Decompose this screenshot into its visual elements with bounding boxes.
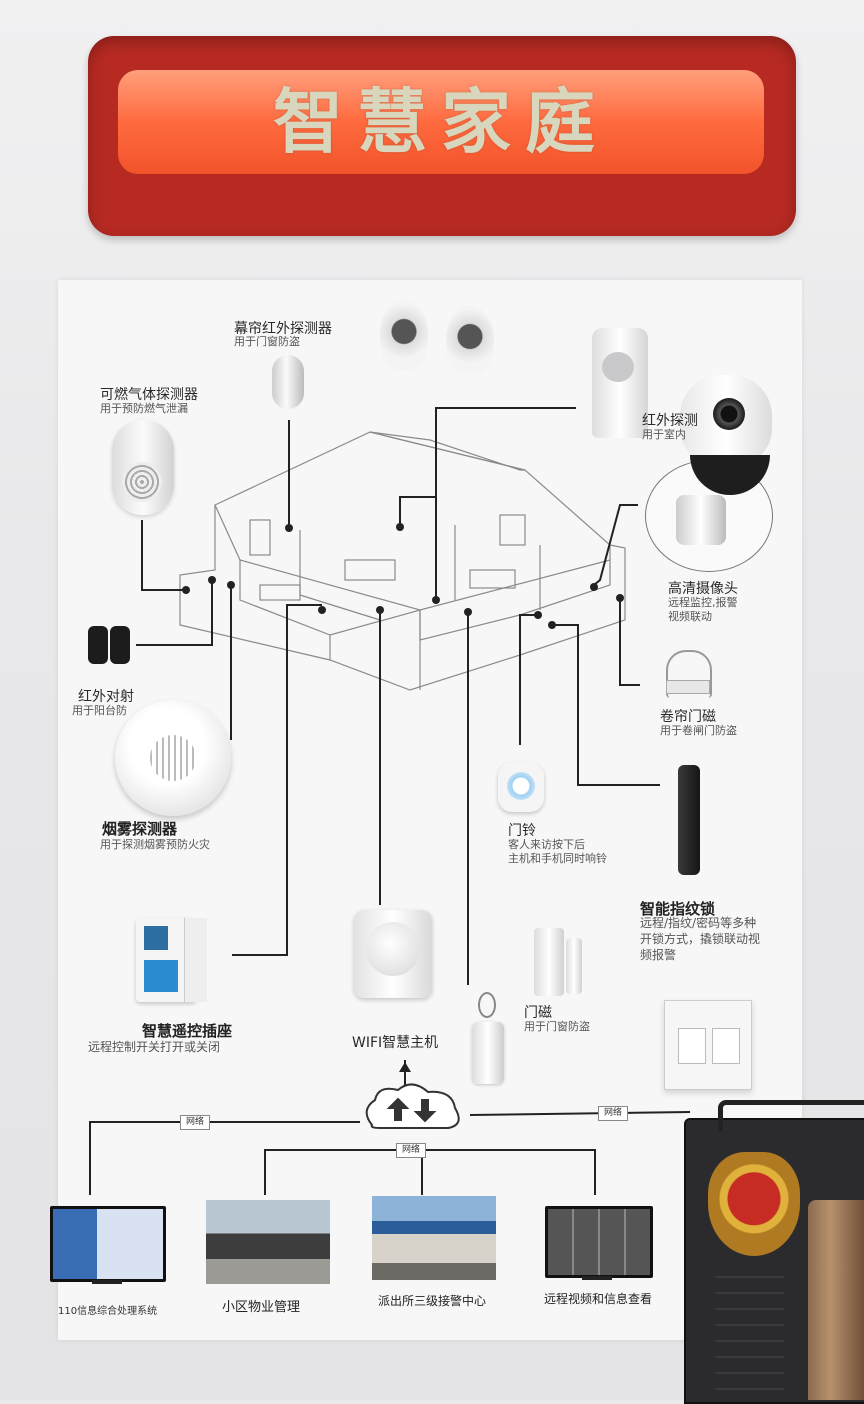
- wifi-hub-dome: [366, 922, 420, 976]
- doorbell-title: 门铃: [508, 823, 536, 839]
- connector-lines: [89, 407, 691, 1195]
- sign-title: 智慧家庭: [273, 81, 609, 163]
- wall-switch-right: [712, 1028, 740, 1064]
- curtain-ir-sensor: [272, 355, 304, 409]
- door-magnet-sensor: [534, 928, 564, 996]
- wifi-hub-title: WIFI智慧主机: [352, 1035, 439, 1051]
- smoke-detector-vents: [150, 735, 196, 781]
- case-menu-panel: [716, 1262, 784, 1400]
- monitor-video-wall: [545, 1206, 653, 1278]
- case-handle: [718, 1100, 864, 1131]
- pir-detector-lens: [602, 352, 634, 382]
- network-tag-right: 网络: [598, 1106, 629, 1121]
- pir-detector: [592, 328, 648, 438]
- remote-keyfob: [472, 1022, 504, 1084]
- endpoint-property-label: 小区物业管理: [222, 1300, 301, 1315]
- socket-title: 智慧遥控插座: [142, 1022, 233, 1040]
- fingerprint-lock: [678, 765, 700, 875]
- rolling-door-sensor: [666, 650, 712, 698]
- monitor-video-stand: [582, 1276, 612, 1280]
- ir-beam-desc: 用于阳台防: [72, 704, 127, 717]
- camera-desc-2: 视频联动: [668, 610, 712, 623]
- smoke-detector-desc: 用于探测烟雾预防火灾: [100, 838, 210, 851]
- gas-detector-title: 可燃气体探测器: [100, 387, 198, 403]
- camera-desc-1: 远程监控,报警: [668, 596, 738, 609]
- socket-desc: 远程控制开关打开或关闭: [88, 1040, 221, 1054]
- doorbell-desc-2: 主机和手机同时响铃: [508, 852, 607, 865]
- photo-property-guards: [206, 1200, 330, 1284]
- fingerprint-desc-3: 频报警: [640, 948, 677, 962]
- ip-camera-lens: [713, 398, 745, 430]
- smart-socket-outlet: [144, 960, 178, 992]
- ip-camera-mount: [676, 495, 726, 545]
- ir-detector-desc: 用于室内: [642, 428, 686, 441]
- bulb-camera-left: [380, 300, 428, 370]
- doorbell-button: [507, 772, 535, 800]
- remote-keyfob-ring: [478, 992, 496, 1018]
- network-tag-center: 网络: [396, 1143, 427, 1158]
- camera-title: 高清摄像头: [668, 581, 738, 597]
- ir-detector-title: 红外探测: [642, 413, 698, 429]
- case-door-lock: [808, 1200, 864, 1400]
- doorbell-desc-1: 客人来访按下后: [508, 838, 585, 851]
- house-wireframe: [179, 431, 626, 691]
- door-magnet-small: [566, 938, 582, 994]
- fingerprint-desc-2: 开锁方式，撬锁联动视: [640, 932, 761, 946]
- gas-detector-grille: [122, 462, 162, 502]
- network-tag-left: 网络: [180, 1115, 211, 1130]
- door-magnet-title: 门磁: [524, 1005, 552, 1021]
- ir-beam-left: [88, 626, 108, 664]
- sign-panel: [118, 70, 764, 174]
- endpoint-police-label: 派出所三级接警中心: [378, 1294, 487, 1308]
- ir-beam-title: 红外对射: [78, 689, 134, 705]
- rolling-door-title: 卷帘门磁: [660, 709, 716, 725]
- rolling-door-sensor-body: [666, 680, 710, 694]
- endpoint-110-label: 110信息综合处理系统: [58, 1306, 158, 1317]
- fingerprint-desc-1: 远程/指纹/密码等多种: [640, 916, 757, 930]
- gas-detector-desc: 用于预防燃气泄漏: [100, 402, 188, 415]
- arrow-up-icon: [399, 1062, 411, 1072]
- monitor-stand: [92, 1280, 122, 1284]
- ir-beam-right: [110, 626, 130, 664]
- photo-police-station: [372, 1196, 496, 1280]
- police-emblem: [708, 1152, 800, 1256]
- curtain-ir-title: 幕帘红外探测器: [234, 321, 332, 337]
- door-magnet-desc: 用于门窗防盗: [524, 1020, 590, 1033]
- bulb-camera-right: [446, 305, 494, 375]
- connector-dots: [182, 523, 624, 629]
- fingerprint-title: 智能指纹锁: [640, 900, 716, 918]
- curtain-ir-desc: 用于门窗防盗: [234, 335, 300, 348]
- cloud-icon: [365, 1083, 460, 1129]
- endpoint-video-label: 远程视频和信息查看: [544, 1292, 653, 1306]
- rolling-door-desc: 用于卷闸门防盗: [660, 724, 737, 737]
- smart-socket-plate: [184, 918, 207, 1002]
- smart-socket-display: [144, 926, 168, 950]
- wall-switch-left: [678, 1028, 706, 1064]
- smoke-detector-title: 烟雾探测器: [102, 820, 178, 838]
- monitor-110-system: [50, 1206, 166, 1282]
